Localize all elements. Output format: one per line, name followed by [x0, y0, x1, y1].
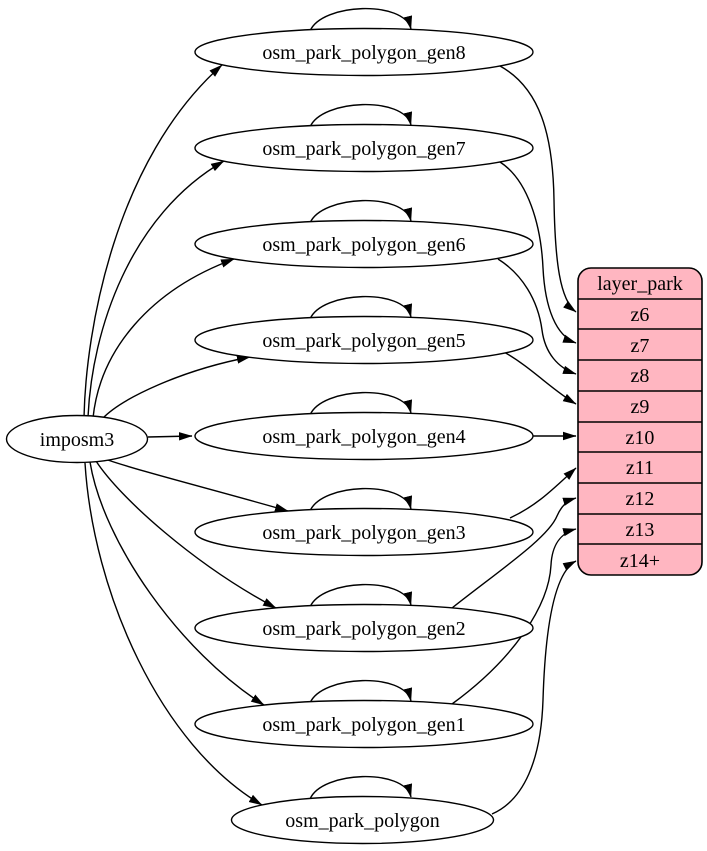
- gen8-label: osm_park_polygon_gen8: [262, 42, 465, 64]
- layer-row-z11: z11: [626, 457, 654, 479]
- node-osm-park-polygon-gen4: osm_park_polygon_gen4: [194, 411, 534, 461]
- gen8-ellipse: [194, 27, 534, 77]
- edge-imposm3-to-gen7: [87, 160, 225, 418]
- gen3-label: osm_park_polygon_gen3: [262, 522, 465, 544]
- edge-imposm3-to-gen6: [92, 258, 235, 419]
- self-loop-gen1: [309, 679, 412, 704]
- edge-group: [83, 7, 577, 815]
- imposm3-ellipse: [5, 414, 149, 464]
- gen3-ellipse: [194, 507, 534, 557]
- self-loop-osm-park-polygon: [309, 775, 412, 800]
- layer-row-z9: z9: [631, 396, 650, 418]
- node-osm-park-polygon-gen7: osm_park_polygon_gen7: [194, 123, 534, 173]
- layer-park-title: layer_park: [597, 273, 683, 295]
- imposm3-label: imposm3: [40, 429, 114, 451]
- layer-row-z14: z14+: [620, 550, 660, 572]
- self-loop-gen3: [309, 487, 412, 512]
- node-osm-park-polygon-gen2: osm_park_polygon_gen2: [194, 603, 534, 653]
- edge-imposm3-to-gen3: [101, 457, 289, 512]
- gen4-label: osm_park_polygon_gen4: [262, 426, 465, 448]
- self-loop-gen5: [309, 295, 412, 320]
- node-osm-park-polygon-gen1: osm_park_polygon_gen1: [194, 699, 534, 749]
- self-loop-gen7: [309, 103, 412, 128]
- edge-imposm3-to-osm-park-polygon: [84, 462, 263, 806]
- edge-gen1-to-z13: [451, 528, 577, 705]
- gen7-label: osm_park_polygon_gen7: [262, 138, 465, 160]
- layer-row-z7: z7: [631, 335, 650, 357]
- self-loop-gen8: [309, 7, 412, 32]
- self-loop-gen6: [309, 199, 412, 224]
- edge-gen7-to-z7: [499, 161, 577, 344]
- edge-osm-park-polygon-to-z14: [491, 560, 577, 815]
- node-osm-park-polygon-gen6: osm_park_polygon_gen6: [194, 219, 534, 269]
- node-osm-park-polygon: osm_park_polygon: [230, 795, 495, 845]
- layer-row-z8: z8: [631, 365, 650, 387]
- self-loop-gen2: [309, 583, 412, 608]
- layer-row-z10: z10: [626, 427, 655, 449]
- gen2-ellipse: [194, 603, 534, 653]
- edge-imposm3-to-gen8: [83, 64, 223, 418]
- node-osm-park-polygon-gen5: osm_park_polygon_gen5: [194, 315, 534, 365]
- gen4-ellipse: [194, 411, 534, 461]
- layer-row-z13: z13: [626, 519, 655, 541]
- edge-gen6-to-z8: [497, 258, 577, 375]
- edge-gen8-to-z6: [499, 65, 577, 313]
- self-loop-gen4: [309, 391, 412, 416]
- gen1-ellipse: [194, 699, 534, 749]
- osm-park-polygon-ellipse: [230, 795, 495, 845]
- node-layer-park: layer_park z6 z7 z8 z9 z10 z11 z12 z13 z…: [577, 267, 703, 576]
- gen1-label: osm_park_polygon_gen1: [262, 714, 465, 736]
- layer-row-z12: z12: [626, 488, 655, 510]
- edge-imposm3-to-gen2: [95, 460, 277, 609]
- edge-gen3-to-z11: [509, 467, 577, 519]
- osm-park-polygon-label: osm_park_polygon: [285, 810, 439, 832]
- node-osm-park-polygon-gen8: osm_park_polygon_gen8: [194, 27, 534, 77]
- node-imposm3: imposm3: [5, 414, 149, 464]
- gen2-label: osm_park_polygon_gen2: [262, 618, 465, 640]
- gen5-label: osm_park_polygon_gen5: [262, 330, 465, 352]
- gen6-ellipse: [194, 219, 534, 269]
- edge-gen2-to-z12: [451, 497, 577, 609]
- edge-imposm3-to-gen5: [101, 355, 251, 420]
- edge-gen5-to-z9: [503, 351, 577, 405]
- gen5-ellipse: [194, 315, 534, 365]
- edge-imposm3-to-gen4: [147, 432, 193, 441]
- node-osm-park-polygon-gen3: osm_park_polygon_gen3: [194, 507, 534, 557]
- gen6-label: osm_park_polygon_gen6: [262, 234, 465, 256]
- layer-row-z6: z6: [631, 304, 650, 326]
- edge-imposm3-to-gen1: [89, 461, 265, 706]
- gen7-ellipse: [194, 123, 534, 173]
